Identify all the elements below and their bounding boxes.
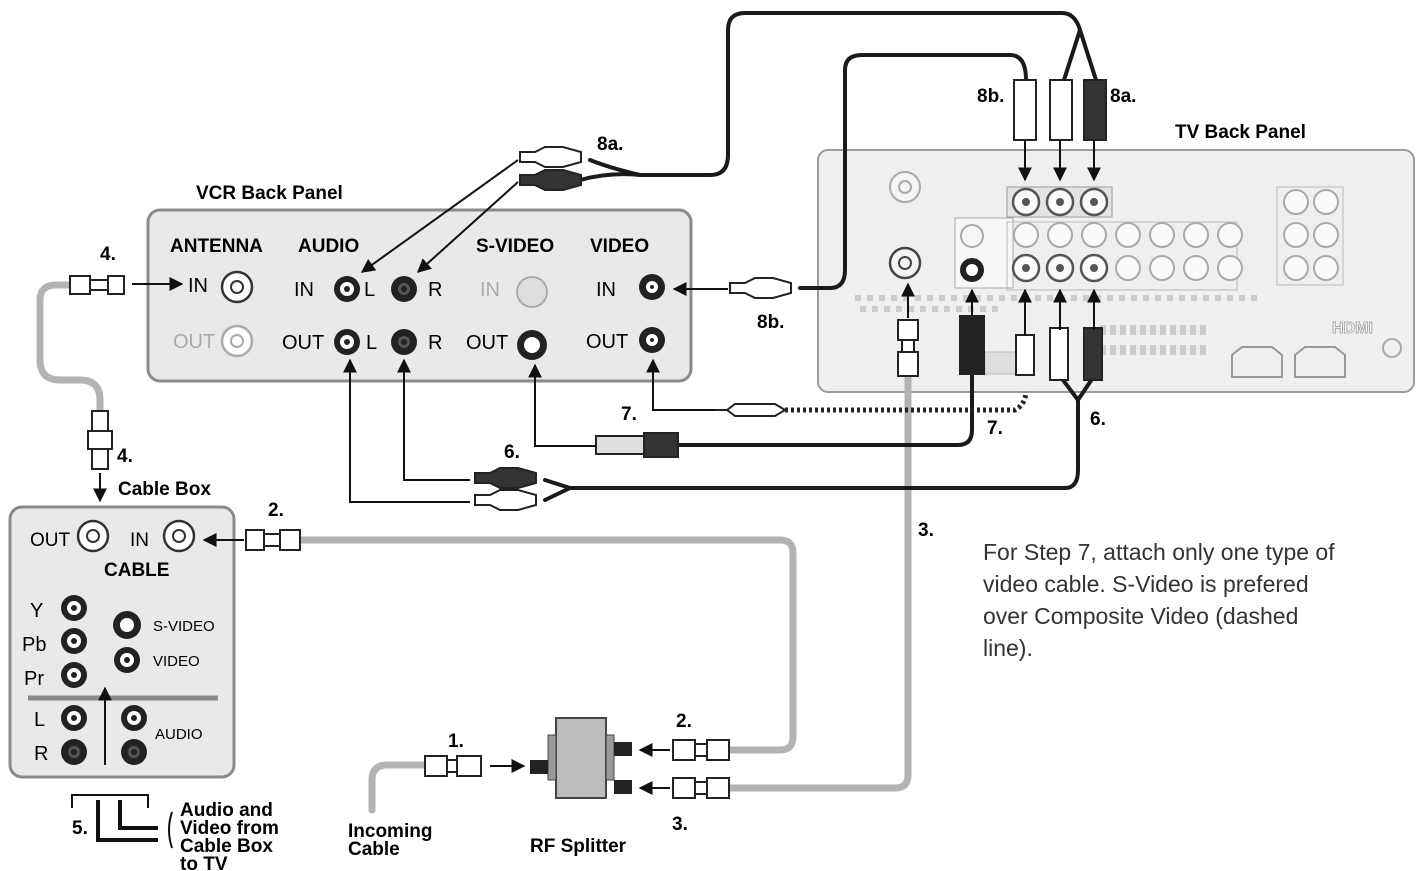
- step-5-bracket: [71, 794, 173, 849]
- cable-box-y: Y: [30, 600, 43, 622]
- composite-video-dashed-cable: [785, 391, 1029, 413]
- cable-box-audio: AUDIO: [155, 726, 203, 743]
- vcr-back-panel: [146, 208, 693, 383]
- cable-box-pr: Pr: [24, 668, 44, 690]
- cable-box-out: OUT: [30, 530, 71, 551]
- step-6-tv: 6.: [1090, 409, 1106, 430]
- coax-cables: [36, 281, 912, 814]
- step-8b-vcr: 8b.: [757, 312, 784, 333]
- cable-box-l: L: [34, 709, 45, 731]
- step-8b-tv: 8b.: [977, 86, 1004, 107]
- cable-connectors: [69, 79, 1107, 799]
- av-from-box-4: to TV: [180, 854, 228, 871]
- av-from-box-2: Video from: [180, 818, 279, 839]
- step-2-right: 2.: [676, 711, 692, 732]
- cable-box-pb: Pb: [22, 634, 46, 656]
- step-2-left: 2.: [268, 500, 284, 521]
- cable-box-r: R: [34, 743, 48, 765]
- direction-arrows: [93, 140, 1101, 795]
- cable-box-title: Cable Box: [118, 479, 211, 500]
- rf-splitter: [530, 717, 632, 799]
- cable-box-svideo: S-VIDEO: [153, 618, 215, 635]
- step-7-vcr: 7.: [621, 404, 637, 425]
- av-from-box-3: Cable Box: [180, 836, 273, 857]
- step-3-splitter: 3.: [672, 814, 688, 835]
- step-3-tv: 3.: [918, 520, 934, 541]
- step-1: 1.: [448, 731, 464, 752]
- cable-box-jacks: [61, 519, 196, 765]
- vcr-video-in: IN: [596, 279, 616, 301]
- cable-box-in: IN: [130, 530, 149, 551]
- hdmi-logo: HDMI: [1332, 320, 1373, 337]
- vcr-audio-in-r: R: [428, 279, 442, 301]
- vcr-audio-out: OUT: [282, 332, 324, 354]
- vcr-antenna-label: ANTENNA: [170, 236, 263, 257]
- step-8a-tv: 8a.: [1110, 86, 1136, 107]
- vcr-svideo-out: OUT: [466, 332, 508, 354]
- av-cables: [543, 11, 1098, 502]
- vcr-audio-out-l: L: [366, 332, 377, 354]
- step-8a-vcr: 8a.: [597, 134, 623, 155]
- step-7-tv: 7.: [987, 418, 1003, 439]
- rf-splitter-label: RF Splitter: [530, 836, 627, 857]
- incoming-cable-label-1: Incoming: [348, 821, 432, 842]
- step-5: 5.: [72, 818, 88, 839]
- step-6-vcr: 6.: [504, 442, 520, 463]
- vcr-audio-out-r: R: [428, 332, 442, 354]
- cable-box-video: VIDEO: [153, 653, 200, 670]
- vcr-svideo-in: IN: [480, 279, 500, 301]
- vcr-panel-title: VCR Back Panel: [196, 183, 343, 204]
- vcr-jacks: [220, 270, 665, 360]
- vcr-antenna-out: OUT: [173, 331, 215, 353]
- vcr-video-label: VIDEO: [590, 236, 649, 257]
- vcr-audio-in: IN: [294, 279, 314, 301]
- cable-box-cable: CABLE: [104, 560, 169, 581]
- step-7-note: For Step 7, attach only one type of vide…: [983, 539, 1335, 661]
- incoming-cable-label-2: Cable: [348, 839, 400, 860]
- vcr-audio-in-l: L: [364, 279, 375, 301]
- vcr-antenna-in: IN: [188, 275, 208, 297]
- av-from-box-1: Audio and: [180, 800, 273, 821]
- vcr-audio-label: AUDIO: [298, 236, 359, 257]
- vcr-svideo-label: S-VIDEO: [476, 236, 554, 257]
- step-4-bottom: 4.: [117, 446, 133, 467]
- tv-panel-title: TV Back Panel: [1175, 122, 1306, 143]
- vcr-video-out: OUT: [586, 331, 628, 353]
- step-4-top: 4.: [100, 244, 116, 265]
